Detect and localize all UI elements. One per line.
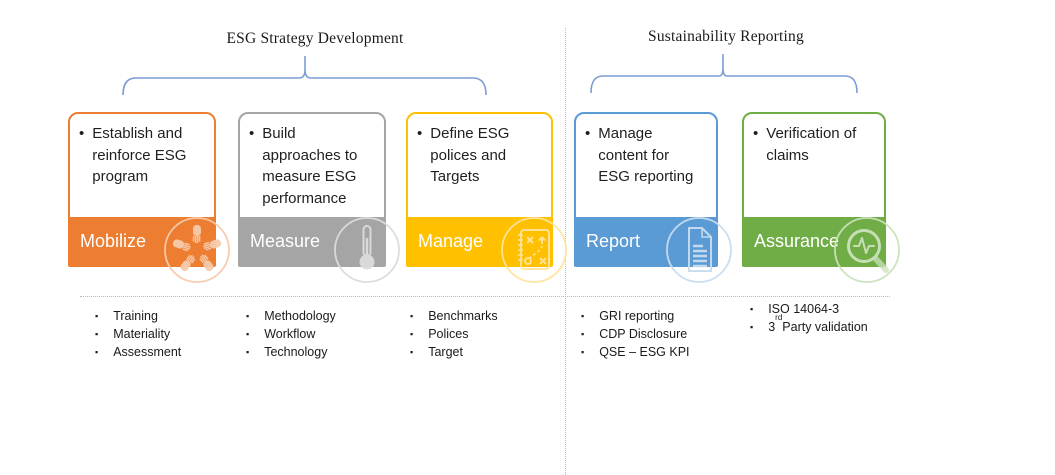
- list-item: Materiality: [95, 325, 181, 343]
- card-text: Verification of claims: [766, 125, 857, 164]
- card-bullet-item: Establish and reinforce ESG program: [70, 114, 214, 188]
- list-item: Methodology: [246, 307, 336, 325]
- card-text: Build approaches to measure ESG performa…: [262, 125, 358, 207]
- card-bullet-item: Build approaches to measure ESG performa…: [240, 114, 384, 209]
- card-bullet-item: Manage content for ESG reporting: [576, 114, 716, 188]
- list-item: Training: [95, 307, 181, 325]
- card-bullet-item: Verification of claims: [744, 114, 884, 166]
- phase-band: Measure: [240, 217, 384, 265]
- feature-list-report: GRI reporting CDP Disclosure QSE – ESG K…: [581, 307, 690, 361]
- phase-card-manage: Define ESG polices and Targets Manage: [406, 112, 567, 283]
- list-item: QSE – ESG KPI: [581, 343, 689, 361]
- list-item: Benchmarks: [410, 307, 497, 325]
- phase-card-mobilize: Establish and reinforce ESG program Mobi…: [68, 112, 230, 283]
- list-item: Target: [410, 343, 498, 361]
- list-item: Technology: [246, 343, 336, 361]
- list-item: Assessment: [95, 343, 181, 361]
- detail-divider-horizontal-line: [80, 296, 890, 297]
- phase-label: Measure: [250, 231, 321, 251]
- ordinal-superscript: rd: [775, 313, 783, 322]
- list-item: Polices: [410, 325, 498, 343]
- feature-list-mobilize: Training Materiality Assessment: [95, 307, 181, 361]
- phase-label: Assurance: [754, 231, 840, 251]
- reporting-curly-brace: [590, 54, 858, 94]
- phase-band: Assurance: [744, 217, 884, 265]
- list-item: Workflow: [246, 325, 336, 343]
- phase-label: Report: [586, 231, 641, 251]
- phase-band: Report: [576, 217, 716, 265]
- feature-list-assurance: ISO 14064-3 3rd Party validation: [750, 300, 868, 336]
- list-item: GRI reporting: [581, 307, 690, 325]
- phase-card-report: Manage content for ESG reporting Report: [574, 112, 732, 283]
- list-item-text: 3: [768, 320, 776, 334]
- section-divider-vertical-line: [565, 28, 566, 475]
- list-item: 3rd Party validation: [750, 313, 868, 336]
- list-item-text: Party validation: [782, 320, 868, 334]
- feature-list-manage: Benchmarks Polices Target: [410, 307, 498, 361]
- list-item: ISO 14064-3: [750, 300, 868, 318]
- card-text: Manage content for ESG reporting: [598, 125, 694, 185]
- list-item: CDP Disclosure: [581, 325, 690, 343]
- esg-strategy-title: ESG Strategy Development: [226, 30, 404, 47]
- card-text: Define ESG polices and Targets: [430, 125, 510, 185]
- feature-list-measure: Methodology Workflow Technology: [246, 307, 336, 361]
- phase-card-assurance: Verification of claims Assurance: [742, 112, 900, 283]
- phase-band: Manage: [408, 217, 551, 265]
- phase-band: Mobilize: [70, 217, 214, 265]
- card-text: Establish and reinforce ESG program: [92, 125, 187, 185]
- strategy-curly-brace: [122, 56, 487, 96]
- card-bullet-item: Define ESG polices and Targets: [408, 114, 551, 188]
- phase-label: Manage: [418, 231, 484, 251]
- phase-label: Mobilize: [80, 231, 147, 251]
- sustainability-reporting-title: Sustainability Reporting: [648, 28, 804, 45]
- phase-card-measure: Build approaches to measure ESG performa…: [238, 112, 400, 283]
